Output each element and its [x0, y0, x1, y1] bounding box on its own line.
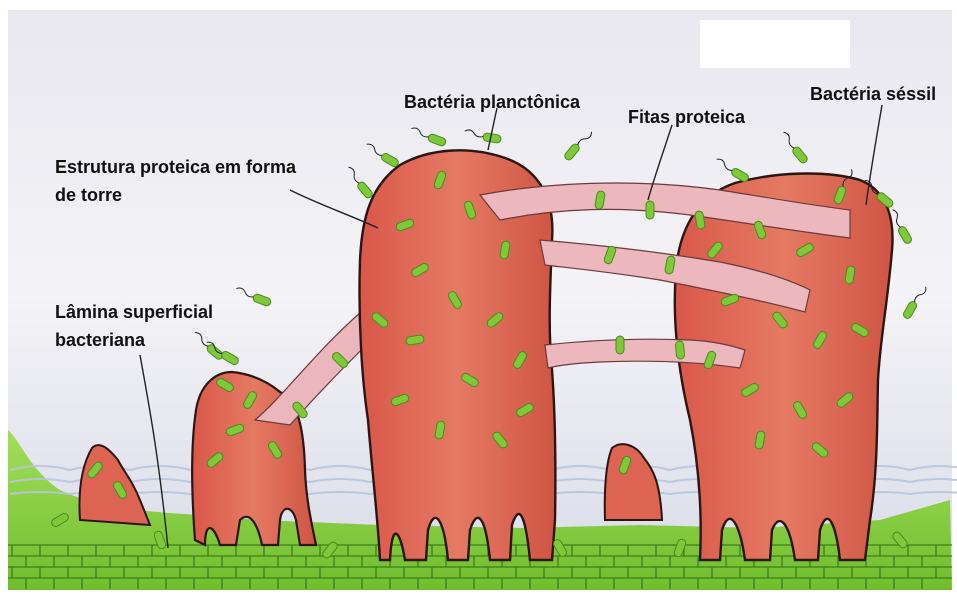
label-surface-layer-line1: Lâmina superficial — [55, 302, 213, 322]
bacterium-icon — [646, 201, 654, 219]
label-planktonic-bacteria: Bactéria planctônica — [404, 92, 581, 112]
bacterium-icon — [675, 341, 685, 360]
label-sessile-bacteria: Bactéria séssil — [810, 84, 936, 104]
label-tower-structure-line1: Estrutura proteica em forma — [55, 157, 297, 177]
blank-patch — [700, 20, 850, 68]
label-surface-layer-line2: bacteriana — [55, 330, 146, 350]
label-protein-ribbons: Fitas proteica — [628, 107, 746, 127]
label-tower-structure-line2: de torre — [55, 185, 122, 205]
bacterium-icon — [616, 336, 624, 354]
